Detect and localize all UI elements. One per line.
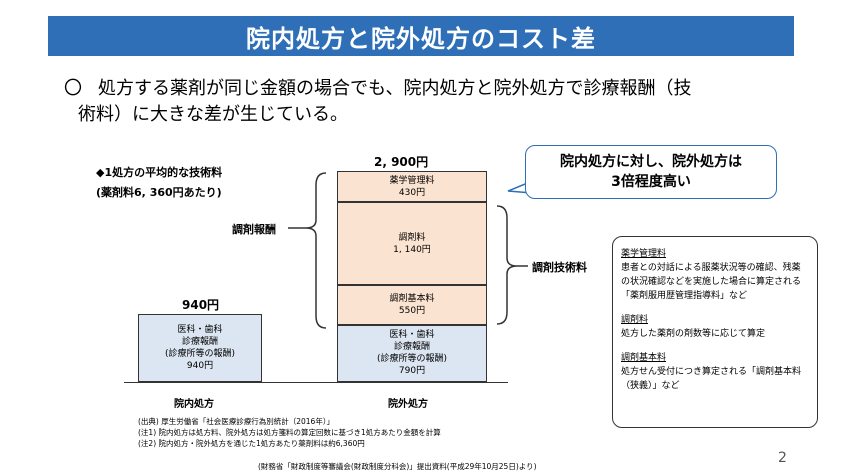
total-out-clinic: 2, 900円 xyxy=(374,155,429,170)
bar-in-clinic-medical: 医科・歯科 診療報酬 (診療所等の報酬) 940円 xyxy=(138,313,262,382)
yakugaku-label-2: 430円 xyxy=(398,187,426,198)
kihon-label-1: 調剤基本料 xyxy=(389,293,435,304)
category-out-clinic: 院外処方 xyxy=(388,399,428,410)
kihon-label-2: 550円 xyxy=(398,305,426,316)
page-number: 2 xyxy=(778,450,787,466)
s3-body: 処方せん受付につき算定される「調剤基本料（狭義）」など xyxy=(621,367,802,391)
footnote-2: (注1) 院内処方は処方料、院外処方は処方箋料の算定回数に基づき1処方あたり金額… xyxy=(138,428,441,437)
in-clinic-label-4: 940円 xyxy=(186,360,214,371)
chozai-label-2: 1, 140円 xyxy=(393,244,431,255)
s3-head: 調剤基本料 xyxy=(621,353,667,363)
s2-head: 調剤料 xyxy=(621,315,649,325)
category-in-clinic: 院内処方 xyxy=(174,399,214,410)
left-note-sub: (薬剤料6, 360円あたり) xyxy=(96,186,222,199)
bar-out-medical: 医科・歯科 診療報酬 (診療所等の報酬) 790円 xyxy=(337,324,487,382)
in-clinic-label-3: (診療所等の報酬) xyxy=(164,348,236,359)
s1-body: 患者との対話による服薬状況等の確認、残薬の状況確認などを実施した場合に算定される… xyxy=(621,263,802,301)
s2-body: 処方した薬剤の剤数等に応じて算定 xyxy=(621,329,766,339)
s1-head: 薬学管理料 xyxy=(621,249,667,259)
in-clinic-label-2: 診療報酬 xyxy=(181,336,218,347)
circle-bullet: 〇 xyxy=(64,78,82,99)
out-medical-label-3: (診療所等の報酬) xyxy=(376,354,448,365)
source-note: (財務省「財政制度等審議会(財政制度分科会)」提出資料(平成29年10月25日)… xyxy=(258,462,537,471)
callout-line-2: 3倍程度高い xyxy=(611,174,691,190)
yakugaku-label-1: 薬学管理料 xyxy=(389,175,435,186)
left-bracket xyxy=(305,172,327,329)
bar-out-kihon: 調剤基本料 550円 xyxy=(337,284,487,325)
lead-text: 〇処方する薬剤が同じ金額の場合でも、院内処方と院外処方で診療報酬（技 術料）に大… xyxy=(64,76,784,128)
out-medical-label-1: 医科・歯科 xyxy=(389,330,435,341)
explanation-box: 薬学管理料 患者との対話による服薬状況等の確認、残薬の状況確認などを実施した場合… xyxy=(612,236,818,428)
chozai-label-1: 調剤料 xyxy=(398,232,426,243)
out-medical-label-4: 790円 xyxy=(398,366,426,377)
left-note-heading: ◆1処方の平均的な技術料 xyxy=(96,166,223,179)
callout-box: 院内処方に対し、院外処方は 3倍程度高い xyxy=(525,145,777,199)
lead-line-1: 処方する薬剤が同じ金額の場合でも、院内処方と院外処方で診療報酬（技 xyxy=(98,78,692,99)
footnote-3: (注2) 院内処方・院外処方を通じた1処方あたり薬剤料は約6,360円 xyxy=(138,439,365,448)
baseline xyxy=(124,382,508,383)
left-bracket-label: 調剤報酬 xyxy=(232,223,276,236)
right-bracket-label: 調剤技術料 xyxy=(532,261,587,274)
callout-line-1: 院内処方に対し、院外処方は xyxy=(560,154,742,170)
title-bar: 院内処方と院外処方のコスト差 xyxy=(48,16,794,56)
footnotes: (出典) 厚生労働省「社会医療診療行為別統計（2016年）」 (注1) 院内処方… xyxy=(138,416,441,449)
bar-out-yakugaku: 薬学管理料 430円 xyxy=(337,171,487,203)
bar-out-chozai: 調剤料 1, 140円 xyxy=(337,202,487,285)
lead-line-2: 術料）に大きな差が生じている。 xyxy=(78,104,348,125)
total-in-clinic: 940円 xyxy=(182,297,220,312)
footnote-1: (出典) 厚生労働省「社会医療診療行為別統計（2016年）」 xyxy=(138,417,335,426)
page-title: 院内処方と院外処方のコスト差 xyxy=(246,24,596,53)
right-bracket xyxy=(496,205,518,325)
out-medical-label-2: 診療報酬 xyxy=(393,342,430,353)
in-clinic-label-1: 医科・歯科 xyxy=(177,324,223,335)
